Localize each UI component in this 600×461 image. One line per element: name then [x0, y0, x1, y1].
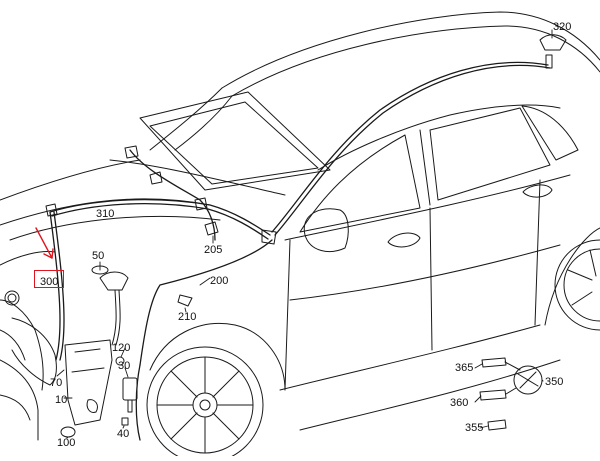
part-label-360: 360	[450, 397, 469, 409]
part-label-120: 120	[112, 342, 131, 354]
part-label-320: 320	[553, 21, 572, 33]
washer-reservoir	[64, 339, 113, 426]
highlight-box	[34, 270, 64, 288]
part-label-200: 200	[210, 275, 229, 287]
part-label-10: 10	[55, 394, 68, 406]
highlight-arrow	[35, 227, 54, 259]
part-label-310: 310	[96, 208, 115, 220]
part-label-210: 210	[178, 311, 197, 323]
washer-components	[45, 34, 567, 438]
part-label-100: 100	[57, 437, 76, 449]
car-body-outline	[0, 11, 600, 461]
part-label-205: 205	[204, 244, 223, 256]
filler-neck	[99, 271, 129, 291]
part-label-355: 355	[465, 422, 484, 434]
part-label-350: 350	[545, 376, 564, 388]
part-label-300: 300	[40, 276, 59, 288]
part-label-40: 40	[117, 428, 130, 440]
leader-lines	[56, 29, 553, 439]
part-label-365: 365	[455, 362, 474, 374]
washer-hoses	[49, 61, 551, 441]
part-label-50: 50	[92, 250, 105, 262]
part-label-30: 30	[118, 360, 131, 372]
part-label-70: 70	[50, 377, 63, 389]
